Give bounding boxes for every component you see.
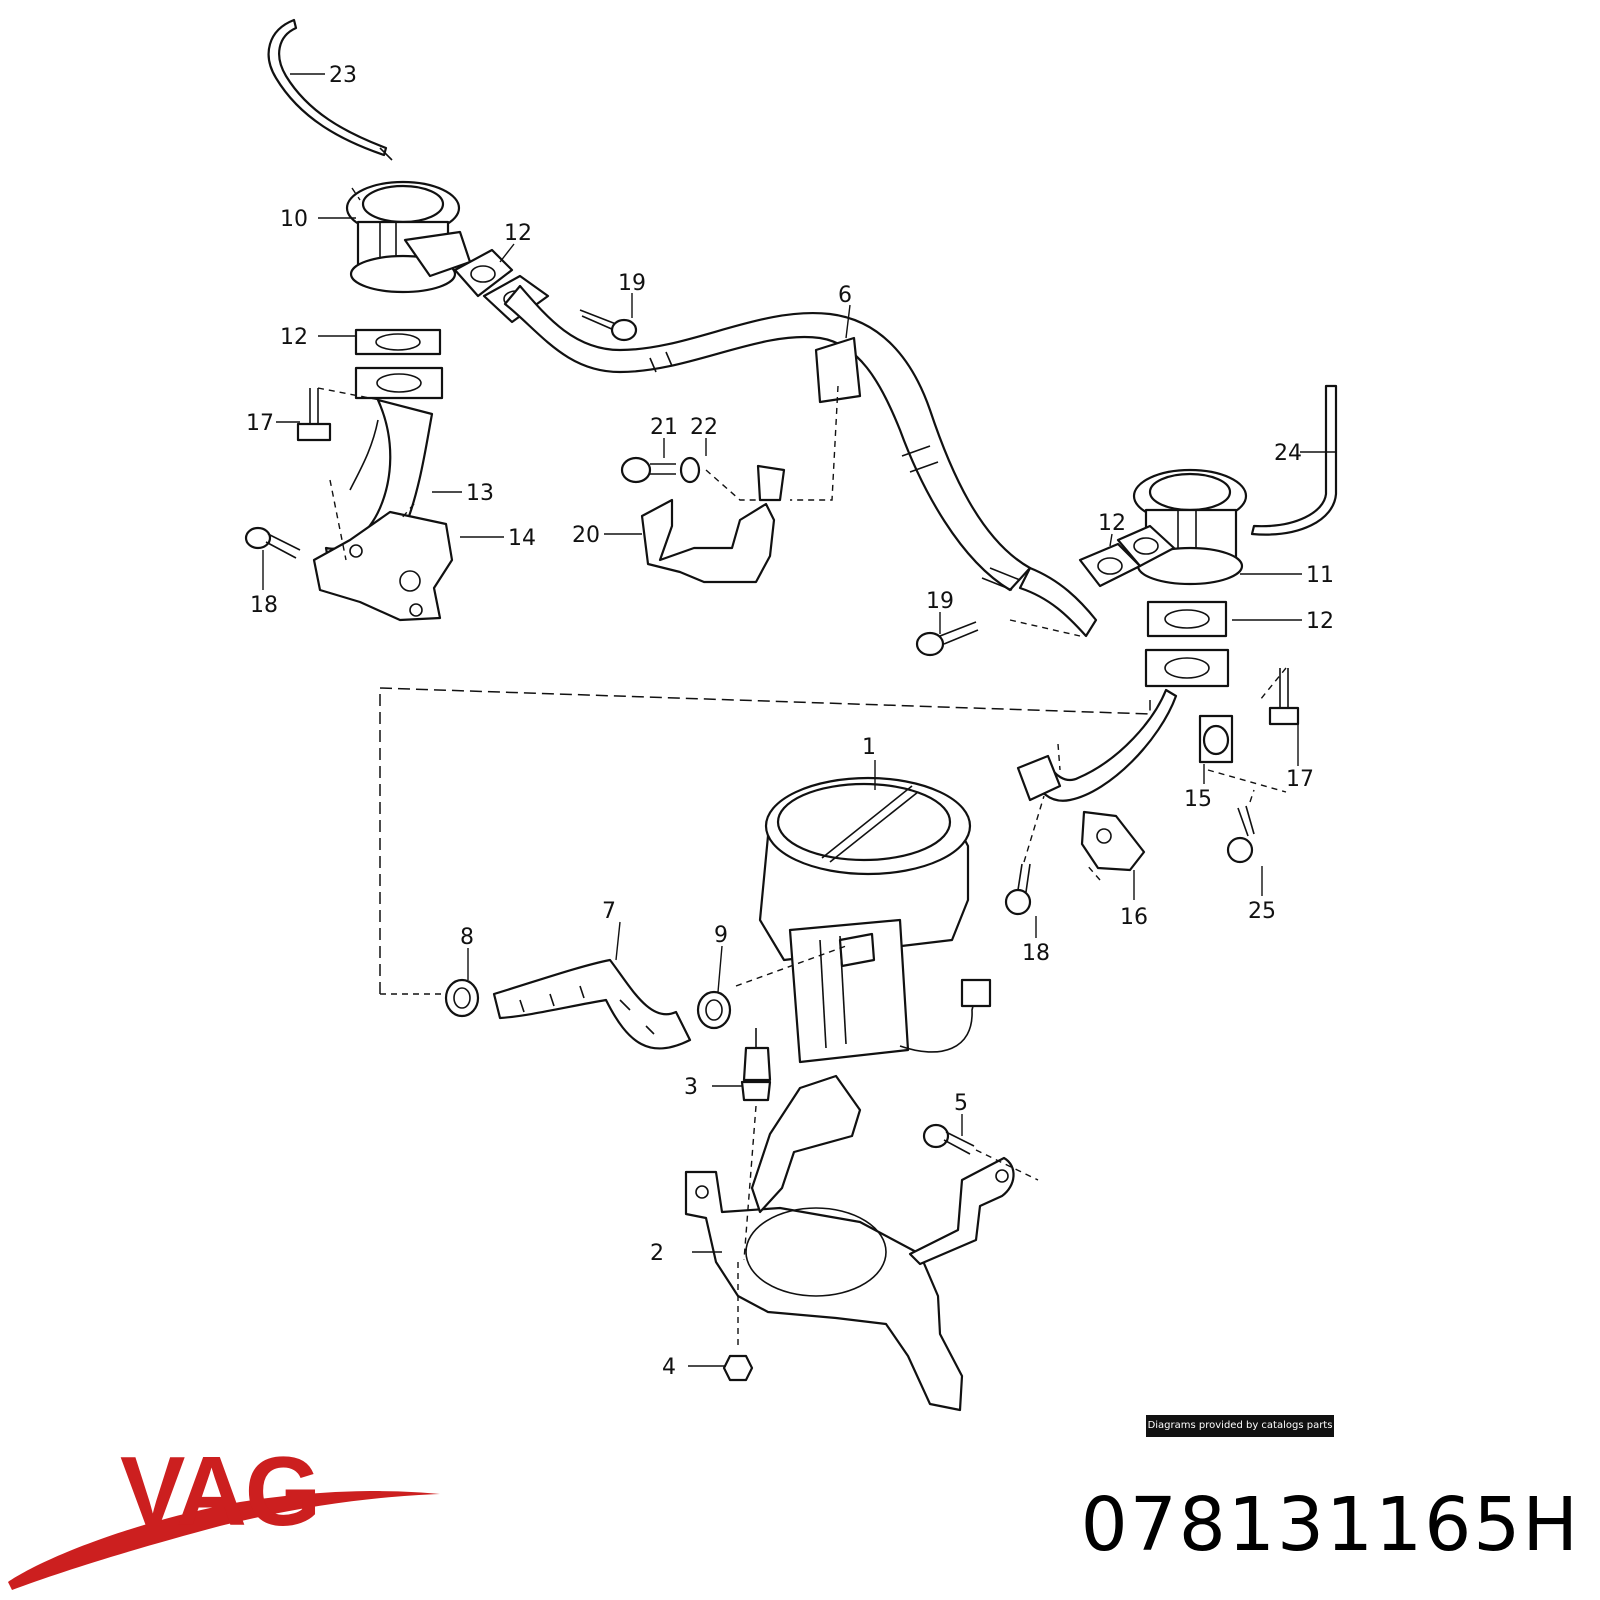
pipe-15	[1016, 688, 1234, 802]
bolt-25	[1226, 805, 1255, 864]
callout-22: 22	[690, 415, 718, 440]
callout-numbers: 23 10 12 19 6 12 17 21 22 13 14 20 18 24…	[246, 63, 1334, 1380]
washer-22	[679, 456, 701, 484]
callout-17-right: 17	[1286, 767, 1314, 792]
hose-24	[1250, 384, 1338, 536]
callout-19-top: 19	[618, 271, 646, 296]
bracket-14	[312, 510, 454, 622]
callout-12-top: 12	[504, 221, 532, 246]
callout-7: 7	[602, 899, 616, 924]
bolt-19-right	[915, 621, 979, 657]
callout-23: 23	[329, 63, 357, 88]
pipe-6	[503, 284, 1098, 638]
brand-name: VAG	[120, 1436, 321, 1546]
air-pump-1	[758, 776, 992, 1064]
callout-6: 6	[838, 283, 852, 308]
callout-13: 13	[466, 481, 494, 506]
callout-3: 3	[684, 1075, 698, 1100]
valve-11	[1132, 468, 1248, 586]
callout-12-right-top: 12	[1098, 511, 1126, 536]
bolt-19-top	[579, 309, 638, 342]
callout-1: 1	[862, 735, 876, 760]
flange-16	[1080, 810, 1146, 872]
vag-logo-swoosh-icon	[8, 1491, 440, 1590]
bracket-2	[684, 1074, 1015, 1412]
assembly-dashed-lines	[317, 187, 1287, 1350]
bolt-18-left	[244, 526, 301, 559]
gasket-12-right-d	[1144, 648, 1230, 688]
callout-19-right: 19	[926, 589, 954, 614]
callout-8: 8	[460, 925, 474, 950]
callout-17-left: 17	[246, 411, 274, 436]
callout-14: 14	[508, 526, 536, 551]
bolt-5	[922, 1123, 975, 1155]
callout-18-left: 18	[250, 593, 278, 618]
bolt-18-right	[1004, 863, 1032, 916]
callout-4: 4	[662, 1355, 676, 1380]
leader-lines	[262, 73, 1336, 1367]
bolt-21	[620, 456, 676, 484]
callout-9: 9	[714, 923, 728, 948]
callout-11: 11	[1306, 563, 1334, 588]
bolt-17-left	[296, 388, 332, 442]
bracket-20	[640, 464, 786, 584]
gasket-12-right-b	[1116, 524, 1176, 568]
gasket-12-top-a	[453, 248, 514, 298]
callout-16: 16	[1120, 905, 1148, 930]
callout-10: 10	[280, 207, 308, 232]
callout-12-right: 12	[1306, 609, 1334, 634]
clamp-9	[696, 990, 732, 1030]
sensor-3	[740, 1028, 772, 1102]
bolt-17-right	[1268, 668, 1300, 726]
valve-10	[345, 180, 472, 294]
hose-23	[267, 18, 393, 161]
callout-15: 15	[1184, 787, 1212, 812]
callout-5: 5	[954, 1091, 968, 1116]
part-number: 078131165H	[1080, 1482, 1580, 1568]
callout-12-left: 12	[280, 325, 308, 350]
callout-24: 24	[1274, 441, 1302, 466]
callout-20: 20	[572, 523, 600, 548]
gasket-12-left-b	[354, 366, 444, 400]
callout-2: 2	[650, 1241, 664, 1266]
gasket-12-left-a	[354, 328, 442, 356]
hose-7	[492, 958, 692, 1050]
callout-25: 25	[1248, 899, 1276, 924]
gasket-12-right-c	[1146, 600, 1228, 638]
diagram-credit-badge: Diagrams provided by catalogs parts	[1146, 1415, 1334, 1437]
clamp-8	[444, 978, 480, 1018]
callout-18-right: 18	[1022, 941, 1050, 966]
nut-4	[722, 1354, 754, 1382]
callout-21: 21	[650, 415, 678, 440]
